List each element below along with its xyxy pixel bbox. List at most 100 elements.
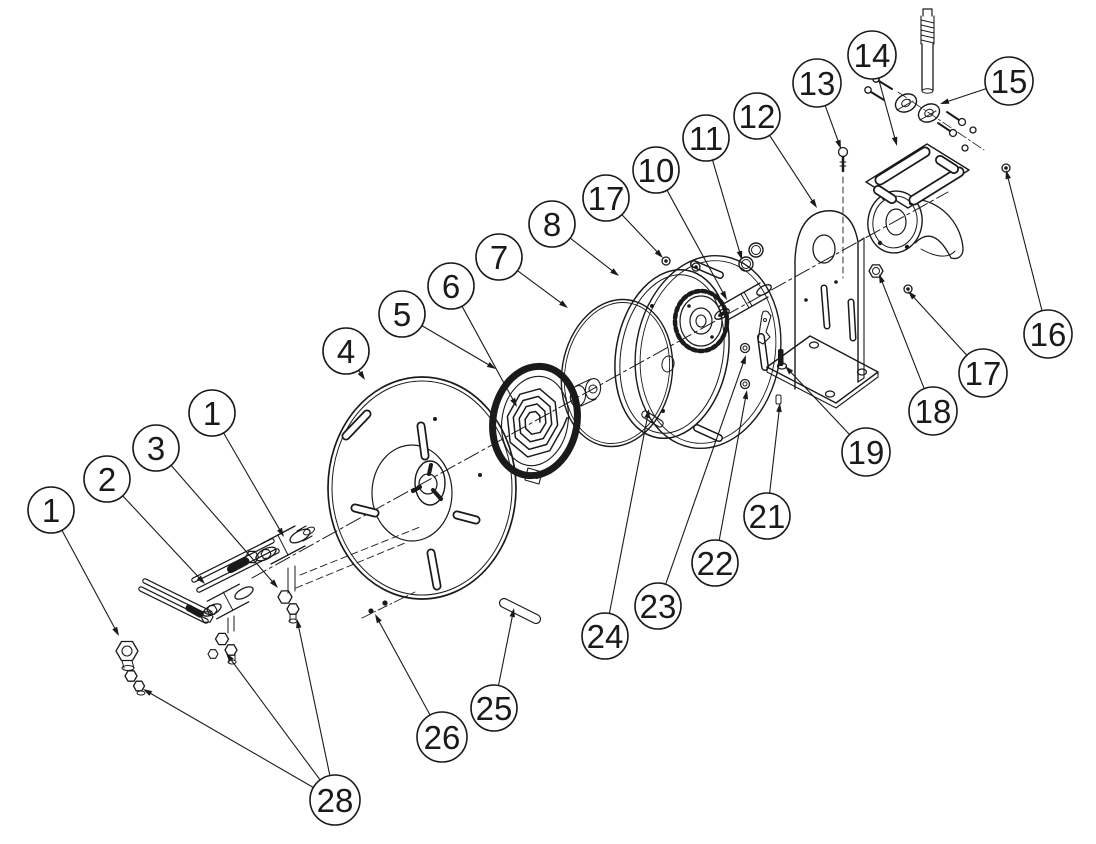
leader-arrowhead (891, 136, 898, 146)
callout-balloon-19: 19 (841, 427, 891, 477)
leader-arrowhead (809, 198, 817, 208)
balloon-number: 23 (640, 588, 677, 625)
spring-arbor (569, 378, 602, 407)
machine-screws-drum (661, 256, 701, 272)
callout-balloon-17: 17 (958, 348, 1008, 398)
balloon-number: 25 (476, 690, 513, 727)
callout-balloon-12: 12 (733, 92, 781, 140)
callout-balloon-24: 24 (581, 612, 629, 660)
balloon-circle (792, 58, 842, 108)
balloon-circle (841, 427, 891, 477)
leader-arrowhead (277, 527, 284, 537)
balloon-circle (582, 174, 630, 222)
balloon-number: 22 (697, 545, 734, 582)
balloon-number: 1 (42, 492, 60, 529)
leader-line (718, 395, 747, 541)
balloon-number: 2 (98, 461, 116, 498)
leader-arrowhead (742, 390, 749, 400)
reel-disc-front (327, 376, 517, 600)
anchor-u-pin (498, 597, 542, 625)
leader-arrowhead (112, 626, 119, 636)
leader-line (711, 159, 741, 255)
balloon-circle (984, 56, 1034, 106)
balloon-number: 10 (638, 152, 675, 189)
leader-line (1006, 175, 1043, 311)
leader-line (880, 279, 925, 389)
leader-arrowhead (644, 409, 651, 419)
leader-arrowhead (196, 575, 205, 584)
leader-arrowhead (776, 403, 782, 413)
leader-line (769, 134, 815, 204)
balloon-circle (188, 389, 236, 437)
balloon-circle (733, 92, 781, 140)
callout-balloon-6: 6 (427, 262, 475, 310)
leader-line (788, 369, 850, 435)
swivel-joint-left-plug (115, 640, 139, 671)
leader-line (517, 270, 564, 305)
leader-line (877, 77, 896, 141)
drive-pin (641, 410, 664, 428)
retaining-ring-large (560, 298, 674, 448)
balloon-circle (958, 348, 1008, 398)
balloon-number: 21 (749, 498, 786, 535)
leader-line (945, 88, 987, 103)
leader-line (170, 464, 275, 584)
mounting-bracket (766, 210, 879, 409)
leader-arrowhead (740, 355, 746, 365)
balloon-circle (416, 711, 468, 763)
leader-line (122, 495, 202, 580)
leader-arrowhead (486, 362, 496, 369)
balloon-circle (427, 262, 475, 310)
balloon-circle (27, 486, 75, 534)
leader-arrowhead (510, 397, 517, 407)
machine-screw-bracket (903, 284, 913, 294)
callout-balloon-22: 22 (691, 539, 739, 587)
riser-pipe-lower (138, 578, 214, 624)
leader-arrowhead (143, 689, 153, 696)
leader-arrowhead (720, 290, 727, 300)
leader-arrowhead (610, 268, 619, 276)
leader-line (769, 408, 780, 494)
callout-balloon-17: 17 (582, 174, 630, 222)
balloon-circle (581, 612, 629, 660)
leader-line (824, 105, 840, 144)
clamp-screw (948, 128, 958, 138)
balloon-number: 8 (543, 206, 561, 243)
callout-balloon-25: 25 (470, 684, 518, 732)
balloon-circle (847, 30, 897, 80)
leader-lines (61, 77, 1043, 788)
balloon-circle (322, 327, 370, 375)
callout-balloon-10: 10 (632, 146, 680, 194)
leader-line (223, 432, 282, 533)
drum-ring (614, 268, 730, 440)
callout-balloons: 1231456781710111213141516171819212223242… (27, 30, 1073, 826)
balloon-number: 5 (393, 296, 411, 333)
balloon-circle (378, 290, 426, 338)
retaining-rings-small (738, 242, 764, 272)
balloon-number: 11 (689, 120, 723, 157)
leader-arrowhead (375, 614, 382, 624)
leader-arrowhead (1005, 170, 1011, 180)
leader-arrowhead (269, 579, 278, 588)
leader-line (297, 624, 331, 776)
balloon-circle (691, 539, 739, 587)
balloon-circle (83, 455, 131, 503)
leader-arrowhead (226, 653, 234, 662)
balloon-number: 12 (739, 98, 776, 135)
cap-screw-13 (837, 146, 849, 279)
callout-balloon-16: 16 (1023, 309, 1073, 359)
callout-balloon-8: 8 (528, 200, 576, 248)
leader-line (621, 214, 660, 255)
clamp-washer (961, 144, 969, 152)
clamp-halves (864, 75, 977, 152)
balloon-circle (528, 200, 576, 248)
balloon-circle (743, 492, 791, 540)
leader-line (665, 360, 745, 585)
callout-balloon-13: 13 (792, 58, 842, 108)
leader-line (608, 414, 649, 614)
leader-arrowhead (879, 274, 885, 284)
balloon-number: 19 (848, 434, 885, 471)
callout-balloon-5: 5 (378, 290, 426, 338)
